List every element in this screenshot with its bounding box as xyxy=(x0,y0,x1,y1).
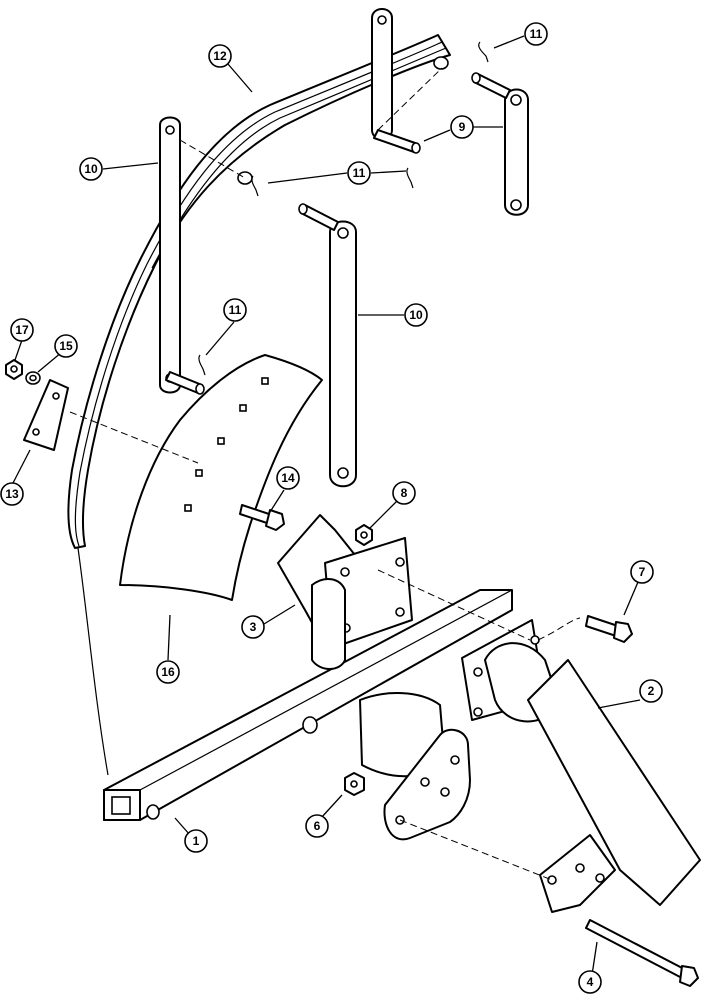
callout-3 xyxy=(241,615,265,639)
callout-10-upper xyxy=(79,157,103,181)
callout-15 xyxy=(54,334,78,358)
frame-tube xyxy=(103,589,513,821)
callout-label-6: 6 xyxy=(314,819,321,833)
shield xyxy=(119,354,323,601)
mount-bracket xyxy=(277,514,413,670)
callout-17 xyxy=(10,318,34,342)
callout-7 xyxy=(630,560,654,584)
assembly-line-6 xyxy=(179,139,246,179)
callout-13 xyxy=(0,482,24,506)
callout-label-8: 8 xyxy=(401,486,408,500)
pin-mid xyxy=(373,129,421,154)
pin-upper xyxy=(471,72,511,99)
bolt-long xyxy=(585,919,699,987)
clamp-plate xyxy=(23,379,69,451)
callout-9 xyxy=(450,115,474,139)
callout-11-mid xyxy=(347,161,371,185)
nut-mount xyxy=(355,524,373,546)
callout-label-2: 2 xyxy=(648,684,655,698)
link-left xyxy=(159,116,181,394)
cotter-pin-2 xyxy=(251,175,259,197)
cotter-pin-1 xyxy=(478,41,489,63)
callout-10-right xyxy=(404,303,428,327)
callout-4 xyxy=(578,970,602,994)
link-right xyxy=(329,220,357,488)
callout-label-1: 1 xyxy=(193,834,200,848)
cotter-pin-3 xyxy=(406,167,414,189)
callout-label-13: 13 xyxy=(5,487,19,501)
callout-label-10-upper: 10 xyxy=(84,162,98,176)
callout-label-17: 17 xyxy=(15,323,29,337)
assembly-line-4 xyxy=(399,819,553,881)
callout-label-7: 7 xyxy=(639,565,646,579)
callout-label-10-right: 10 xyxy=(409,308,423,322)
callout-label-16: 16 xyxy=(161,665,175,679)
callout-label-11-top: 11 xyxy=(530,27,543,41)
callout-label-9: 9 xyxy=(459,120,466,134)
callouts: 1 2 3 4 6 7 8 9 10 10 xyxy=(0,22,663,994)
assembly-line-2 xyxy=(377,569,531,641)
assembly-line-3 xyxy=(537,617,581,641)
callout-6 xyxy=(305,814,329,838)
cotter-pin-4 xyxy=(198,354,206,376)
link-short xyxy=(504,88,529,216)
nut-small xyxy=(5,359,23,380)
callout-11-lower xyxy=(223,298,247,322)
pin-lower xyxy=(165,371,205,395)
washer xyxy=(25,371,41,385)
pivot-plate xyxy=(359,692,471,841)
pin-link-right xyxy=(298,203,339,231)
callout-label-3: 3 xyxy=(250,620,257,634)
callout-1 xyxy=(184,829,208,853)
bolt-shield xyxy=(239,504,285,531)
callout-label-11-lower: 11 xyxy=(229,303,242,317)
callout-2 xyxy=(639,679,663,703)
leaf-spring xyxy=(67,34,451,549)
bolt-frame xyxy=(585,615,633,643)
assembly-line-1 xyxy=(69,411,199,464)
callout-label-14: 14 xyxy=(281,471,295,485)
spring-sweep-line xyxy=(77,547,109,776)
clamp-bracket xyxy=(461,619,701,913)
callout-8 xyxy=(392,481,416,505)
nut-frame xyxy=(344,772,365,796)
callout-label-11-mid: 11 xyxy=(353,166,366,180)
callout-16 xyxy=(156,660,180,684)
callout-label-12: 12 xyxy=(213,49,227,63)
callout-label-15: 15 xyxy=(59,339,73,353)
assembly-line-5 xyxy=(377,67,443,131)
callout-label-4: 4 xyxy=(587,975,594,989)
callout-12 xyxy=(208,44,232,68)
callout-14 xyxy=(276,466,300,490)
callout-11-top xyxy=(524,22,548,46)
